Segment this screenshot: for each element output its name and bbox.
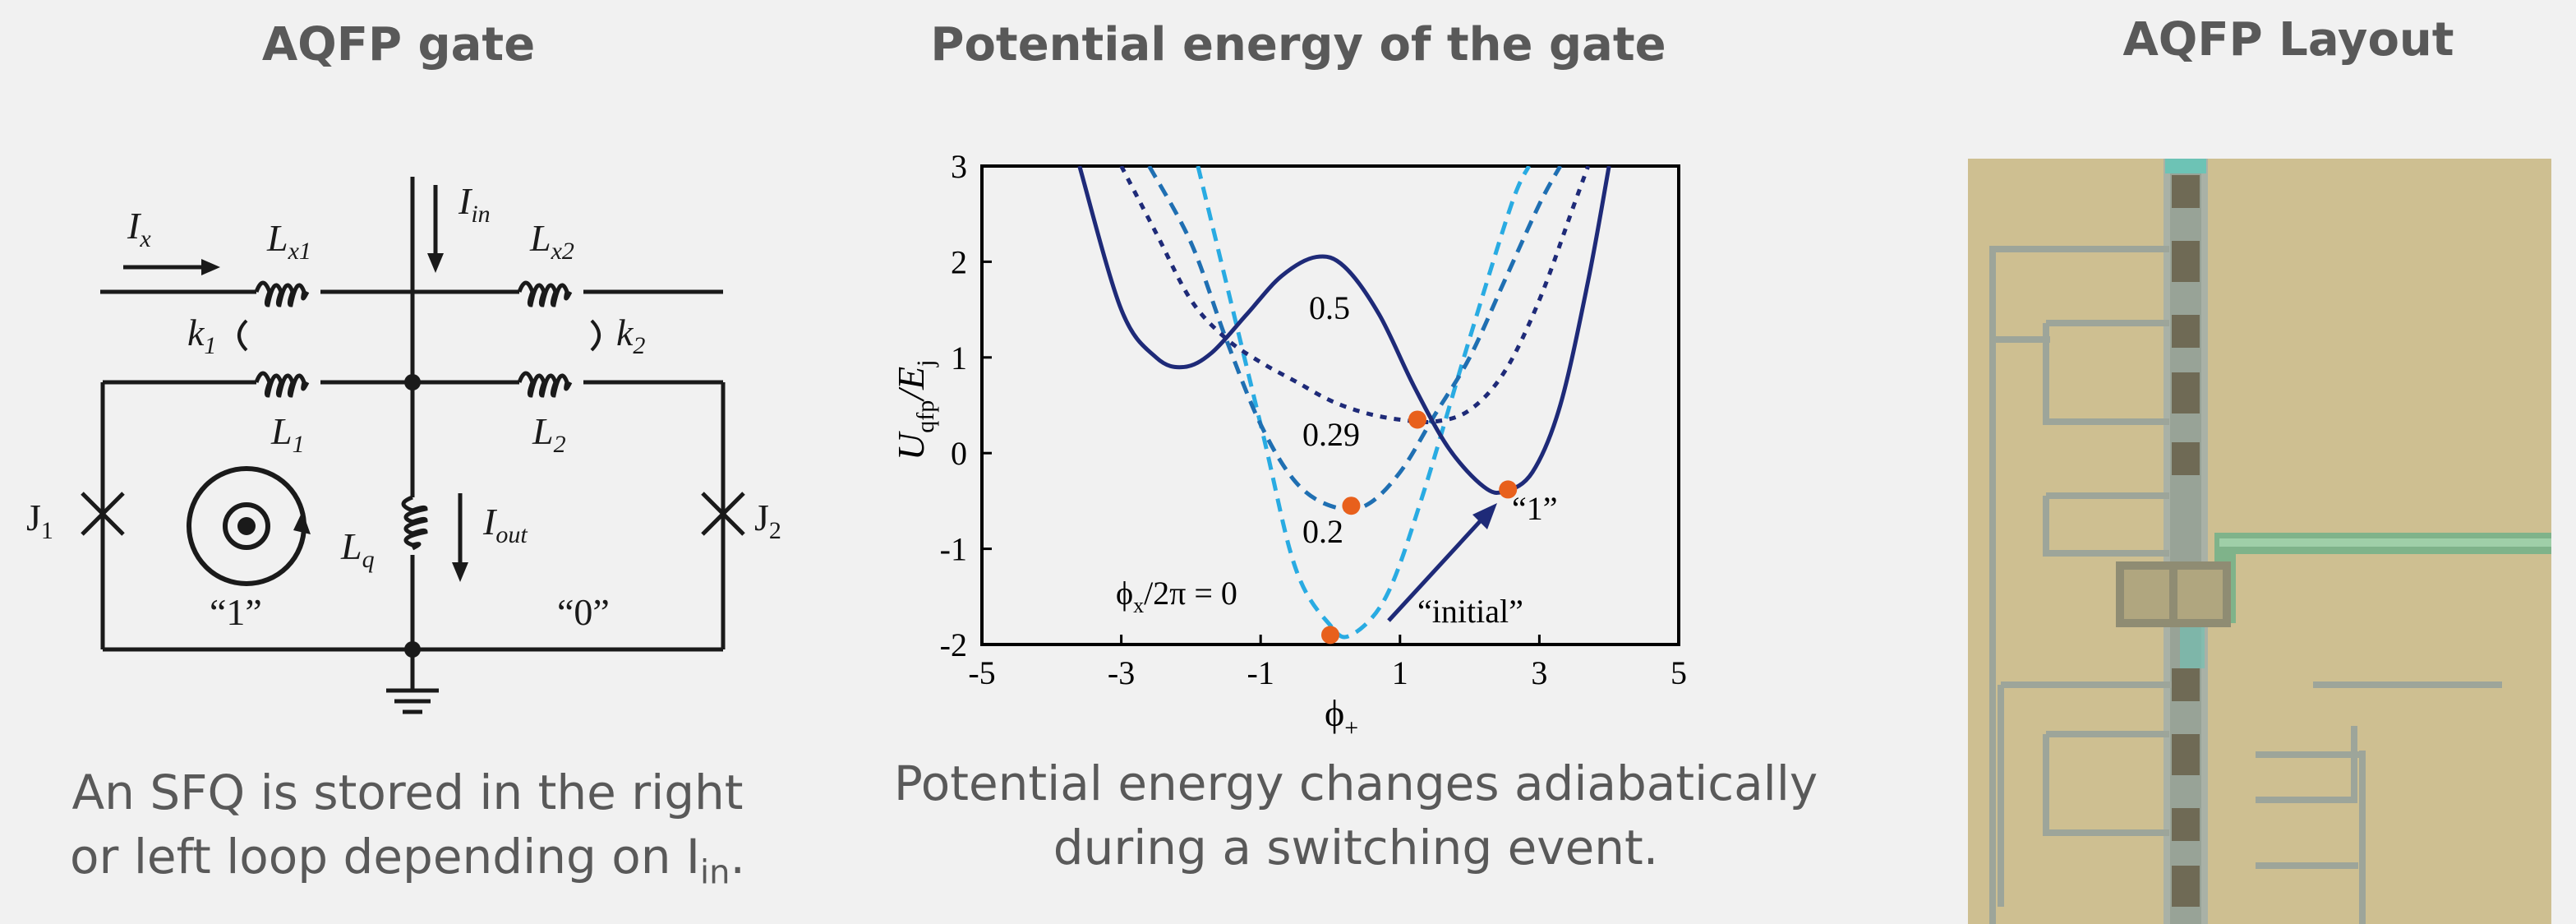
y-tick-label: -1: [940, 531, 967, 568]
annotation-0-29: 0.29: [1302, 416, 1360, 453]
x-axis-label: ϕ+: [1325, 692, 1358, 742]
x-tick-label: -1: [1247, 654, 1274, 691]
plot-frame: [980, 164, 1680, 646]
label-lx2: Lx2: [529, 217, 574, 265]
annotation-0-2: 0.2: [1302, 513, 1343, 550]
series-line-0: [1196, 166, 1531, 640]
caption-middle-line1: Potential energy changes adiabatically: [893, 755, 1818, 811]
inductor-lq: [401, 495, 428, 551]
inductor-l1: [254, 371, 310, 398]
label-lx1: Lx1: [266, 217, 311, 265]
caption-left: An SFQ is stored in the right or left lo…: [70, 760, 745, 905]
y-tick-label: 0: [951, 435, 967, 472]
caption-middle: Potential energy changes adiabatically d…: [894, 751, 1818, 880]
inductor-lx1: [254, 280, 310, 307]
caption-left-line1: An SFQ is stored in the right: [71, 765, 744, 820]
annotation-state-one: “1”: [1512, 490, 1558, 527]
y-tick-label: 3: [951, 148, 967, 185]
ground-icon: [386, 688, 439, 714]
label-k1: k1: [187, 312, 216, 359]
annotation-0-5: 0.5: [1309, 289, 1350, 326]
label-state-zero: “0”: [557, 591, 610, 633]
annotation-phi-zero: ϕx/2π = 0: [1116, 575, 1237, 617]
label-l1: L1: [270, 410, 305, 458]
state-marker-3: [1499, 480, 1518, 499]
label-l2: L2: [532, 410, 566, 458]
label-ix: Ix: [127, 205, 151, 252]
state-marker-2: [1408, 410, 1426, 429]
heading-potential-energy: Potential energy of the gate: [930, 18, 1666, 72]
series-line-1: [1147, 166, 1563, 512]
label-j2: J2: [754, 497, 781, 544]
aqfp-circuit-diagram: Ix Iin Iout Lx1 Lx2 L1 L2 Lq k1 k2 J1 J2…: [26, 177, 781, 714]
transition-arrow: [1387, 503, 1497, 622]
heading-aqfp-gate: AQFP gate: [261, 18, 536, 72]
label-lq: Lq: [340, 525, 375, 573]
inductor-l2: [517, 371, 573, 398]
state-marker-1: [1342, 497, 1361, 515]
label-state-one: “1”: [210, 591, 262, 633]
caption-middle-line2: during a switching event.: [1053, 820, 1659, 875]
inductor-lx2: [517, 280, 573, 307]
caption-left-line2: or left loop depending on Iin.: [70, 829, 745, 892]
x-tick-label: -5: [968, 654, 995, 691]
x-tick-label: -3: [1108, 654, 1135, 691]
y-tick-label: 1: [951, 340, 967, 377]
label-iout: Iout: [482, 501, 528, 548]
x-tick-label: 1: [1392, 654, 1408, 691]
series-line-2: [1119, 166, 1591, 424]
y-tick-label: -2: [940, 626, 967, 663]
x-tick-label: 3: [1531, 654, 1547, 691]
label-k2: k2: [616, 312, 645, 359]
aqfp-layout-photo: [1968, 159, 2551, 924]
series-line-3: [1077, 166, 1611, 495]
state-marker-0: [1321, 626, 1339, 644]
x-tick-label: 5: [1670, 654, 1687, 691]
annotation-initial: “initial”: [1417, 593, 1523, 630]
node-bottom: [404, 641, 421, 658]
label-iin: Iin: [458, 180, 491, 228]
label-j1: J1: [26, 497, 53, 544]
circulating-current-icon: [187, 466, 311, 586]
y-tick-label: 2: [951, 243, 967, 280]
node-top: [404, 374, 421, 390]
heading-aqfp-layout: AQFP Layout: [2122, 13, 2454, 67]
y-axis-label: Uqfp/Ej: [890, 360, 939, 460]
